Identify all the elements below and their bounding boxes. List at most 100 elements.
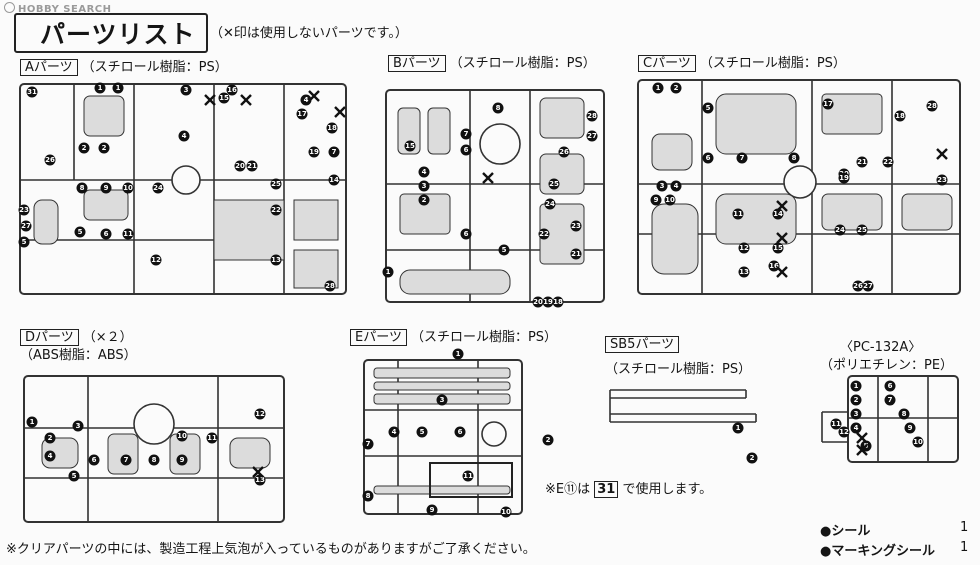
svg-text:12: 12 <box>739 244 749 252</box>
svg-text:7: 7 <box>124 456 129 464</box>
svg-text:3: 3 <box>660 182 665 190</box>
svg-text:25: 25 <box>271 180 281 188</box>
svg-text:23: 23 <box>937 176 947 184</box>
part-number-badge: 5 <box>18 236 30 248</box>
svg-text:13: 13 <box>739 268 749 276</box>
part-number-badge: 26 <box>44 154 56 166</box>
unused-x-mark <box>776 266 788 278</box>
part-number-badge: 11 <box>122 228 134 240</box>
svg-text:5: 5 <box>420 428 425 436</box>
svg-text:6: 6 <box>464 146 469 154</box>
svg-text:1: 1 <box>30 418 35 426</box>
seal-qty: 1 <box>960 520 969 535</box>
part-number-badge: 19 <box>308 146 320 158</box>
svg-text:27: 27 <box>863 282 873 290</box>
unused-x-mark <box>240 94 252 106</box>
svg-text:9: 9 <box>430 506 435 514</box>
pc132a-title: 〈PC-132A〉 <box>840 340 922 355</box>
unused-x-mark <box>252 466 264 478</box>
part-number-badge: 17 <box>296 108 308 120</box>
sprue-c-label: Cパーツ（スチロール樹脂：PS） <box>638 52 846 72</box>
a31-reference: 31 <box>594 481 619 498</box>
sprue-c-name: Cパーツ <box>638 55 696 72</box>
part-number-badge: 12 <box>150 254 162 266</box>
sprue-a-material: （スチロール樹脂：PS） <box>81 60 228 75</box>
part-number-badge: 1 <box>452 348 464 360</box>
svg-text:3: 3 <box>440 396 445 404</box>
sprue-e-name: Eパーツ <box>350 329 407 346</box>
part-number-badge: 26 <box>852 280 864 292</box>
part-number-badge: 9 <box>904 422 916 434</box>
part-number-badge: 13 <box>254 474 266 486</box>
svg-text:13: 13 <box>255 476 265 484</box>
logo-icon <box>4 2 15 13</box>
part-number-badge: 2 <box>670 82 682 94</box>
svg-text:26: 26 <box>45 156 55 164</box>
part-number-badge: 4 <box>388 426 400 438</box>
part-number-badge: 8 <box>76 182 88 194</box>
e11-usage-note: ※E⑪は 31 で使用します。 <box>545 478 712 498</box>
part-number-badge: 4 <box>418 166 430 178</box>
part-number-badge: 9 <box>100 182 112 194</box>
page-title: パーツリスト <box>40 20 196 49</box>
part-number-badge: 5 <box>498 244 510 256</box>
svg-text:19: 19 <box>839 174 849 182</box>
part-number-badge: 28 <box>324 280 336 292</box>
part-number-badge: 26 <box>558 146 570 158</box>
svg-text:3: 3 <box>422 182 427 190</box>
part-number-badge: 24 <box>834 224 846 236</box>
part-number-badge: 19 <box>838 172 850 184</box>
part-number-badge: 21 <box>856 156 868 168</box>
svg-text:11: 11 <box>733 210 743 218</box>
part-number-badge: 5 <box>702 102 714 114</box>
part-number-badge: 31 <box>26 86 38 98</box>
part-number-badge: 28 <box>926 100 938 112</box>
svg-text:8: 8 <box>496 104 501 112</box>
svg-text:17: 17 <box>823 100 833 108</box>
sprue-b-material: （スチロール樹脂：PS） <box>449 56 596 71</box>
part-number-badge: 8 <box>788 152 800 164</box>
unused-x-mark <box>204 94 216 106</box>
svg-text:5: 5 <box>706 104 711 112</box>
pc132a-material: （ポリエチレン：PE） <box>820 358 954 373</box>
svg-text:17: 17 <box>297 110 307 118</box>
svg-text:8: 8 <box>366 492 371 500</box>
part-number-badge: 22 <box>270 204 282 216</box>
part-number-badge: 13 <box>270 254 282 266</box>
watermark-text: HOBBY SEARCH <box>18 4 112 15</box>
svg-text:10: 10 <box>501 508 511 516</box>
part-number-badge: 1 <box>382 266 394 278</box>
sprue-sb5-material: （スチロール樹脂：PS） <box>605 362 752 377</box>
svg-text:9: 9 <box>104 184 109 192</box>
svg-text:4: 4 <box>854 424 859 432</box>
svg-text:4: 4 <box>422 168 427 176</box>
sprue-a-label: Aパーツ（スチロール樹脂：PS） <box>20 56 228 76</box>
svg-text:2: 2 <box>546 436 551 444</box>
svg-text:10: 10 <box>665 196 675 204</box>
svg-text:21: 21 <box>857 158 867 166</box>
svg-text:4: 4 <box>392 428 397 436</box>
svg-text:2: 2 <box>422 196 427 204</box>
sprue-c-material: （スチロール樹脂：PS） <box>699 56 846 71</box>
part-number-badge: 15 <box>404 140 416 152</box>
svg-text:23: 23 <box>19 206 29 214</box>
part-number-badge: 22 <box>882 156 894 168</box>
title-frame <box>14 13 208 53</box>
svg-text:6: 6 <box>706 154 711 162</box>
part-number-badge: 1 <box>652 82 664 94</box>
svg-text:16: 16 <box>769 262 779 270</box>
sprue-sb5-diagram: 12 <box>609 389 758 464</box>
svg-text:21: 21 <box>571 250 581 258</box>
svg-text:28: 28 <box>927 102 937 110</box>
unused-x-mark <box>334 106 346 118</box>
svg-text:11: 11 <box>123 230 133 238</box>
part-number-badge: 13 <box>738 266 750 278</box>
part-number-badge: 2 <box>418 194 430 206</box>
svg-text:7: 7 <box>366 440 371 448</box>
unused-x-mark <box>776 200 788 212</box>
part-number-badge: 6 <box>460 144 472 156</box>
